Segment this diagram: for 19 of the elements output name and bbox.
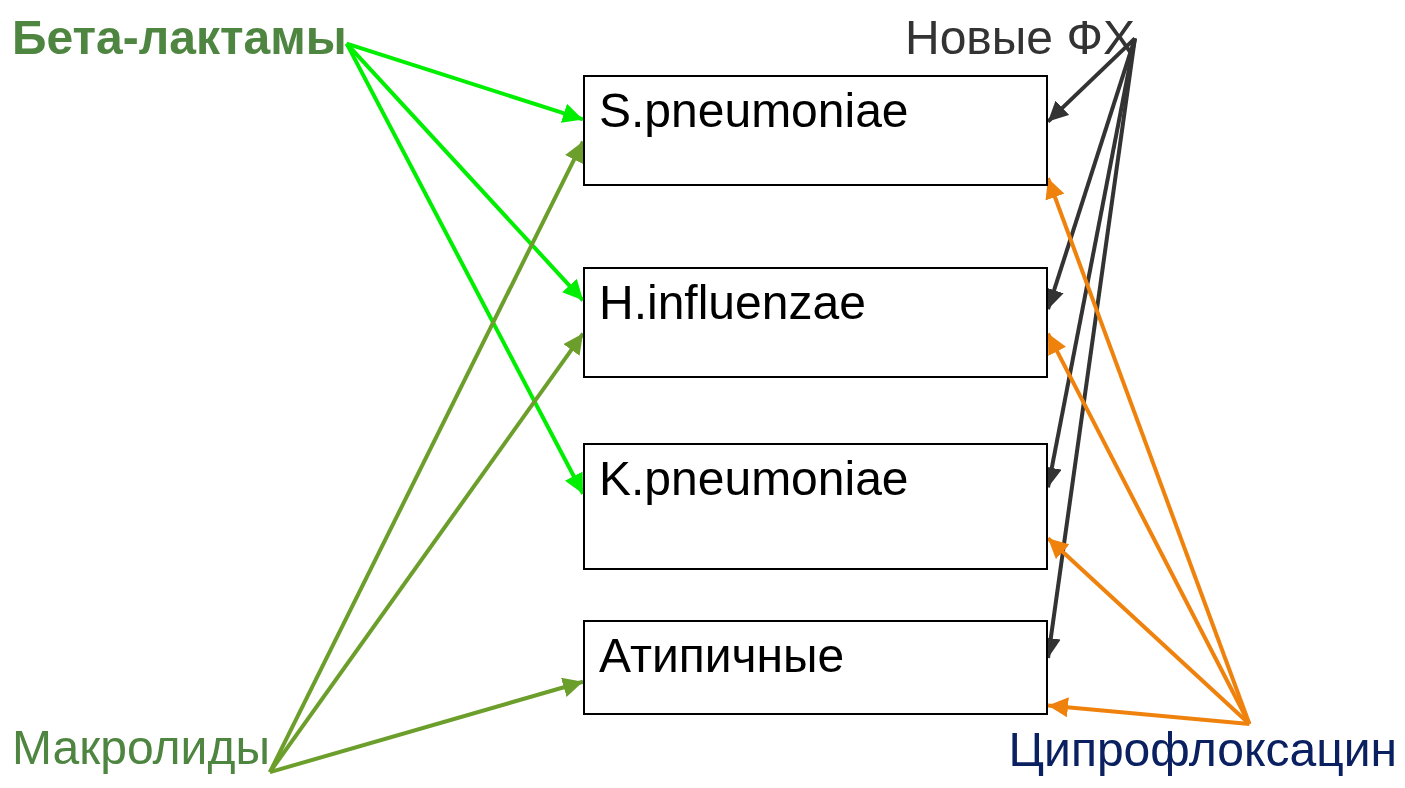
pathogen-box (583, 443, 1048, 570)
arrow (344, 42, 585, 495)
pathogen-name: Атипичные (599, 630, 845, 683)
arrow (268, 140, 585, 774)
pathogen-name: H.influenzae (599, 277, 866, 330)
arrow (346, 41, 584, 123)
pathogen-box (583, 75, 1048, 186)
drug-group-label: Макролиды (12, 722, 270, 775)
pathogen-name: K.pneumoniae (599, 453, 909, 506)
drug-group-label: Ципрофлоксацин (1008, 724, 1397, 777)
arrow (1045, 177, 1252, 725)
pathogen-box (583, 267, 1048, 378)
drug-group-label: Новые ФХ (905, 12, 1135, 65)
pathogen-name: S.pneumoniae (599, 85, 909, 138)
pathogen-box (583, 620, 1048, 715)
arrow (269, 677, 584, 775)
arrow (1047, 697, 1250, 726)
arrow (268, 332, 585, 774)
drug-group-label: Бета-лактамы (12, 12, 347, 65)
